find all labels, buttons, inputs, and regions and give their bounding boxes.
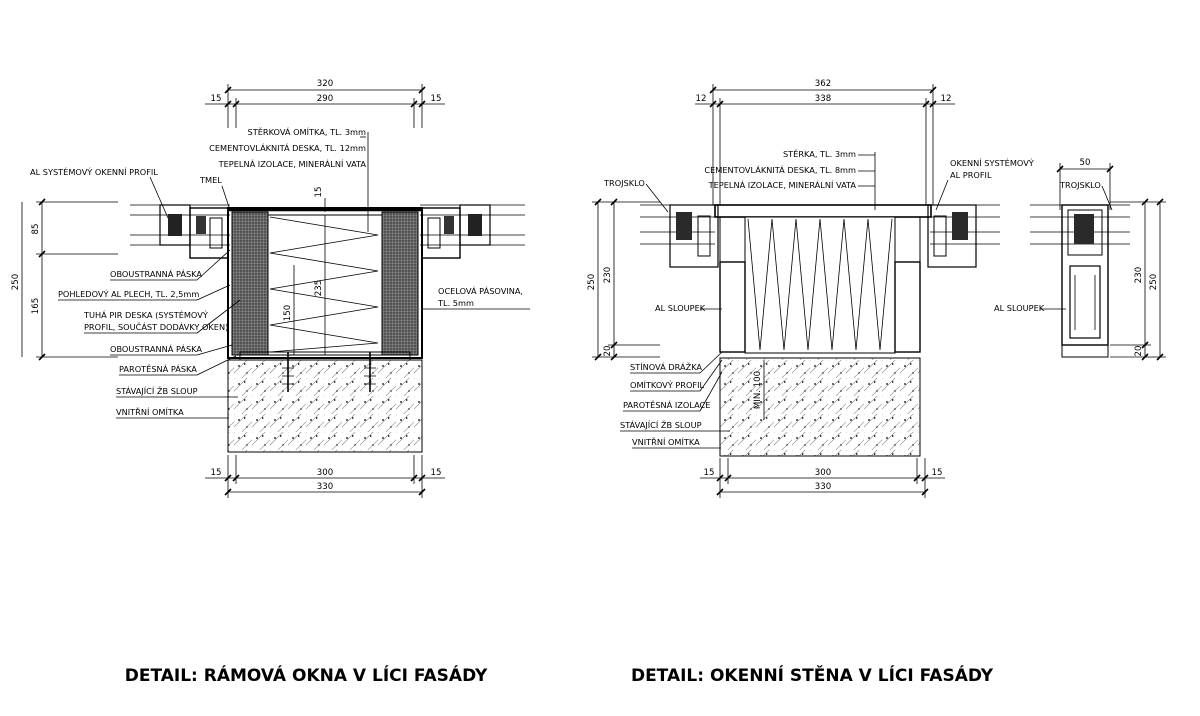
label-okenni-profil-1: OKENNÍ SYSTÉMOVÝ	[950, 157, 1035, 168]
label-vnitrni-omitka-r: VNITŘNÍ OMÍTKA	[632, 436, 700, 447]
left-concrete-column	[227, 359, 423, 453]
label-parotesna-paska: PAROTĚSNÁ PÁSKA	[119, 363, 197, 374]
right-bottom-total: 330	[815, 482, 831, 492]
label-pir-deska-2: PROFIL, SOUČÁST DODÁVKY OKEN)	[84, 321, 228, 332]
left-dim-edge-left: 15	[211, 94, 222, 104]
right-dim-total: 362	[815, 79, 831, 89]
right-bottom-dimensions: 300 330 15 15	[700, 458, 945, 498]
right-side-dimensions: 250 230 20	[587, 198, 660, 361]
right-dim-total-height: 250	[587, 274, 597, 290]
label-trojsklo-r: TROJSKLO	[603, 178, 645, 188]
label-ocelova-pasovina-1: OCELOVÁ PÁSOVINA,	[438, 285, 523, 296]
left-dim-edge-right: 15	[431, 94, 442, 104]
left-top-dimensions: 320 290 15 15	[205, 79, 445, 128]
label-tepelna-izolace: TEPELNÁ IZOLACE, MINERÁLNÍ VATA	[218, 158, 367, 169]
label-pir-deska-1: TUHÁ PIR DESKA (SYSTÉMOVÝ	[83, 309, 209, 320]
right-dim-min100: MIN. 100	[753, 371, 763, 409]
right-dim-edge-right: 12	[941, 94, 952, 104]
left-bottom-edge-right: 15	[431, 468, 442, 478]
label-sterkova-omitka: STĚRKOVÁ OMÍTKA, TL. 3mm	[248, 126, 366, 137]
label-omitkovy-profil: OMÍTKOVÝ PROFIL	[630, 379, 705, 390]
label-tmel: TMEL	[199, 175, 222, 185]
label-al-sloupek-small: AL SLOUPEK	[994, 303, 1045, 313]
left-dim-total-height: 250	[11, 274, 21, 290]
left-side-dimensions: 85 165 250	[11, 198, 118, 361]
right-dim-edge-left: 12	[696, 94, 707, 104]
label-sterka: STĚRKA, TL. 3mm	[783, 148, 856, 159]
right-detail: 362 338 12 12 250 230 20	[587, 79, 1035, 686]
left-dim-15: 15	[314, 187, 324, 198]
label-trojsklo-small: TROJSKLO	[1059, 180, 1101, 190]
small-dim-50: 50	[1080, 158, 1091, 168]
left-detail-title: DETAIL: RÁMOVÁ OKNA V LÍCI FASÁDY	[125, 664, 488, 686]
left-dim-inner: 290	[317, 94, 333, 104]
left-dim-150: 150	[283, 305, 293, 321]
label-okenni-profil-2: AL PROFIL	[950, 170, 992, 180]
right-detail-title: DETAIL: OKENNÍ STĚNA V LÍCI FASÁDY	[631, 664, 994, 686]
small-dim-total: 250	[1149, 274, 1159, 290]
small-detail: 50 TROJSKLO AL SLOUPEK 230 20 250	[994, 158, 1166, 361]
label-oboustranna-paska-2: OBOUSTRANNÁ PÁSKA	[110, 343, 202, 354]
right-concrete-column	[719, 357, 921, 457]
left-dim-total: 320	[317, 79, 333, 89]
label-al-profil: AL SYSTÉMOVÝ OKENNÍ PROFIL	[30, 166, 158, 177]
label-oboustranna-paska-1: OBOUSTRANNÁ PÁSKA	[110, 268, 202, 279]
label-tepelna-izolace-r: TEPELNÁ IZOLACE, MINERÁLNÍ VATA	[708, 179, 857, 190]
right-bottom-edge-right: 15	[932, 468, 943, 478]
right-column-section	[714, 204, 932, 354]
left-labels: STĚRKOVÁ OMÍTKA, TL. 3mm CEMENTOVLÁKNITÁ…	[30, 126, 530, 419]
left-anchors	[282, 352, 376, 392]
label-cementovlaknita-deska-r: CEMENTOVLÁKNITÁ DESKA, TL. 8mm	[704, 164, 856, 175]
left-dim-235: 235	[314, 280, 324, 296]
label-ocelova-pasovina-2: TL. 5mm	[437, 298, 474, 308]
left-bottom-edge-left: 15	[211, 468, 222, 478]
left-bottom-inner: 300	[317, 468, 333, 478]
left-dim-upper: 85	[31, 224, 41, 235]
label-stavajici-sloup: STÁVAJÍCÍ ŽB SLOUP	[116, 385, 198, 396]
small-dim-upper: 230	[1134, 267, 1144, 283]
right-window-frames	[640, 204, 1000, 268]
right-dim-inner: 338	[815, 94, 831, 104]
right-dim-lower: 20	[603, 346, 613, 357]
left-dim-lower: 165	[31, 298, 41, 314]
label-stinova-drazka: STÍNOVÁ DRÁŽKA	[630, 361, 702, 372]
label-cementovlaknita-deska: CEMENTOVLÁKNITÁ DESKA, TL. 12mm	[209, 142, 366, 153]
left-detail: 320 290 15 15 85 165 250	[11, 79, 530, 686]
label-stavajici-sloup-r: STÁVAJÍCÍ ŽB SLOUP	[620, 419, 702, 430]
right-dim-upper: 230	[603, 267, 613, 283]
right-top-dimensions: 362 338 12 12	[695, 79, 955, 205]
right-labels: STĚRKA, TL. 3mm CEMENTOVLÁKNITÁ DESKA, T…	[603, 148, 1035, 449]
label-pohledovy-plech: POHLEDOVÝ AL PLECH, TL. 2,5mm	[58, 288, 199, 299]
left-window-frames	[130, 204, 525, 259]
right-bottom-inner: 300	[815, 468, 831, 478]
label-vnitrni-omitka: VNITŘNÍ OMÍTKA	[116, 406, 184, 417]
label-parotesna-izolace: PAROTĚSNÁ IZOLACE	[623, 399, 710, 410]
label-al-sloupek-r: AL SLOUPEK	[655, 303, 706, 313]
left-column-section: 15 235 150	[227, 187, 423, 361]
right-bottom-edge-left: 15	[704, 468, 715, 478]
left-bottom-dimensions: 300 330 15 15	[205, 455, 445, 498]
left-bottom-total: 330	[317, 482, 333, 492]
small-dim-lower: 20	[1134, 346, 1144, 357]
